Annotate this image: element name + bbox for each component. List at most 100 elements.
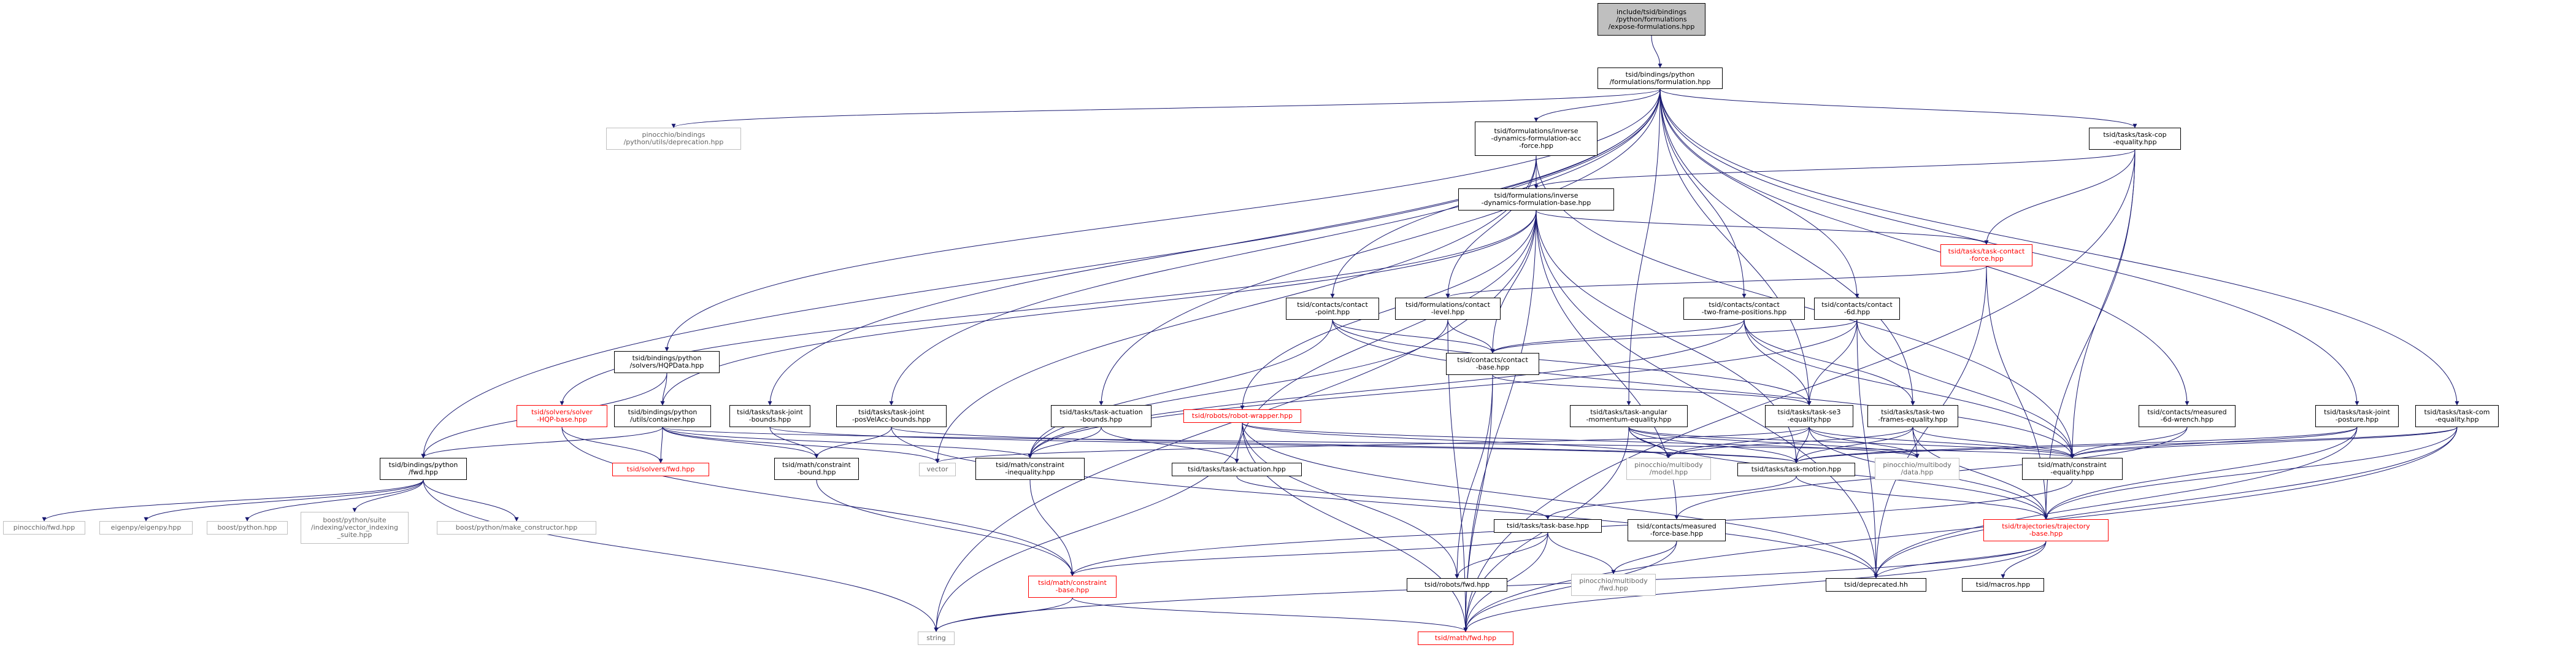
- edge-invdyn_acc_force-to-contact_level: [1445, 155, 1537, 298]
- edge-python_fwd-to-string: [423, 479, 939, 632]
- node-task-angular-momentum[interactable]: tsid/tasks/task-angular -momentum-equali…: [1570, 405, 1688, 427]
- edge-robot_wrapper-to-pin_model: [1242, 422, 1671, 458]
- edge-contact_two_frame-to-se3_equality: [1744, 319, 1812, 406]
- edge-task_contact_force-to-trajectory_base: [1986, 266, 2048, 520]
- node-contact-base[interactable]: tsid/contacts/contact -base.hpp: [1446, 353, 1539, 375]
- node-contact-level[interactable]: tsid/formulations/contact -level.hpp: [1395, 298, 1501, 320]
- edge-contact_base-to-math_fwd: [1463, 374, 1493, 632]
- edge-contact_6d-to-se3_equality: [1807, 319, 1858, 406]
- node-trajectory-base[interactable]: tsid/trajectories/trajectory -base.hpp: [1983, 519, 2109, 541]
- edge-invdyn_base-to-solver_hqp_base: [559, 210, 1537, 406]
- node-task-joint-bounds[interactable]: tsid/tasks/task-joint -bounds.hpp: [729, 405, 810, 427]
- edge-constraint_inequality-to-constraint_base: [1029, 479, 1075, 576]
- node-utils-container[interactable]: tsid/bindings/python /utils/container.hp…: [614, 405, 711, 427]
- node-hqpdata[interactable]: tsid/bindings/python /solvers/HQPData.hp…: [614, 351, 720, 373]
- edge-measured_force_base-to-multibody_fwd: [1611, 541, 1677, 574]
- node-task-actuation-bounds[interactable]: tsid/tasks/task-actuation -bounds.hpp: [1051, 405, 1152, 427]
- edge-formulation-to-contact_two_frame: [1659, 88, 1747, 298]
- node-measured-force-base[interactable]: tsid/contacts/measured -force-base.hpp: [1628, 519, 1726, 541]
- edge-contact_point-to-constraint_inequality: [1028, 319, 1333, 458]
- node-robots-fwd[interactable]: tsid/robots/fwd.hpp: [1407, 578, 1507, 592]
- node-solvers-fwd[interactable]: tsid/solvers/fwd.hpp: [612, 463, 709, 476]
- edge-invdyn_acc_force-to-vector: [935, 155, 1537, 463]
- node-boost-python[interactable]: boost/python.hpp: [207, 521, 288, 535]
- edge-invdyn_base-to-task_contact_force: [1536, 210, 1989, 245]
- edge-invdyn_base-to-contact_base: [1490, 210, 1537, 354]
- edge-task_base-to-robots_fwd: [1455, 532, 1548, 579]
- node-string[interactable]: string: [918, 632, 955, 645]
- node-macros[interactable]: tsid/macros.hpp: [1962, 578, 2044, 592]
- node-invdyn-base[interactable]: tsid/formulations/inverse -dynamics-form…: [1458, 188, 1614, 211]
- edge-formulation-to-two_frames: [1659, 88, 1915, 406]
- node-task-base[interactable]: tsid/tasks/task-base.hpp: [1494, 519, 1602, 533]
- node-python-fwd[interactable]: tsid/bindings/python /fwd.hpp: [380, 458, 467, 480]
- edge-python_fwd-to-eigenpy: [144, 479, 424, 522]
- edge-formulation-to-measured_6d: [1659, 88, 2190, 406]
- node-task-actuation[interactable]: tsid/tasks/task-actuation.hpp: [1172, 463, 1302, 476]
- edge-contact_base-to-robots_fwd: [1455, 374, 1493, 579]
- node-deprecated[interactable]: tsid/deprecated.hh: [1826, 578, 1926, 592]
- edge-trajectory_base-to-math_fwd: [1463, 541, 2047, 632]
- edge-two_frames-to-task_motion: [1794, 427, 1913, 463]
- node-constraint-base[interactable]: tsid/math/constraint -base.hpp: [1028, 576, 1117, 598]
- edge-utils_container-to-solvers_fwd: [658, 427, 663, 463]
- node-make-constructor[interactable]: boost/python/make_constructor.hpp: [437, 521, 596, 535]
- node-formulation[interactable]: tsid/bindings/python /formulations/formu…: [1598, 68, 1723, 89]
- edge-utils_container-to-python_fwd: [421, 427, 663, 458]
- node-contact-point[interactable]: tsid/contacts/contact -point.hpp: [1286, 298, 1379, 320]
- edge-trajectory_base-to-deprecated: [1874, 541, 2047, 579]
- edge-utils_container-to-constraint_equality: [662, 427, 2074, 458]
- edge-task_base-to-multibody_fwd: [1547, 532, 1616, 574]
- node-constraint-equality[interactable]: tsid/math/constraint -equality.hpp: [2022, 458, 2123, 480]
- edge-contact_two_frame-to-constraint_equality: [1744, 319, 2075, 458]
- node-task-joint-posvelacc[interactable]: tsid/tasks/task-joint -posVelAcc-bounds.…: [836, 405, 947, 427]
- edge-constraint_bound-to-constraint_base: [816, 479, 1075, 576]
- node-pinocchio-model[interactable]: pinocchio/multibody /model.hpp: [1626, 458, 1711, 480]
- edge-two_frames-to-constraint_equality: [1912, 427, 2075, 458]
- node-pinocchio-fwd[interactable]: pinocchio/fwd.hpp: [3, 521, 85, 535]
- node-task-se3-equality[interactable]: tsid/tasks/task-se3 -equality.hpp: [1765, 405, 1853, 427]
- edge-trajectory_base-to-macros: [2001, 541, 2047, 579]
- node-expose-formulations[interactable]: include/tsid/bindings /python/formulatio…: [1598, 3, 1705, 36]
- edge-joint_bounds-to-constraint_bound: [769, 427, 819, 458]
- node-solver-hqp-base[interactable]: tsid/solvers/solver -HQP-base.hpp: [517, 405, 607, 427]
- node-constraint-inequality[interactable]: tsid/math/constraint -inequality.hpp: [975, 458, 1085, 480]
- node-task-contact-force[interactable]: tsid/tasks/task-contact -force.hpp: [1940, 244, 2032, 266]
- edge-solver_hqp_base-to-constraint_base: [561, 427, 1075, 576]
- edge-joint_posture-to-deprecated: [1874, 427, 2358, 579]
- edge-cop_equality-to-constraint_equality: [2070, 149, 2136, 458]
- node-task-com-equality[interactable]: tsid/tasks/task-com -equality.hpp: [2415, 405, 2499, 427]
- node-robot-wrapper[interactable]: tsid/robots/robot-wrapper.hpp: [1183, 409, 1301, 423]
- edge-contact_point-to-contact_base: [1332, 319, 1495, 354]
- node-eigenpy[interactable]: eigenpy/eigenpy.hpp: [99, 521, 193, 535]
- edge-contact_two_frame-to-two_frames: [1744, 319, 1915, 406]
- node-invdyn-acc-force[interactable]: tsid/formulations/inverse -dynamics-form…: [1475, 122, 1598, 156]
- node-math-fwd[interactable]: tsid/math/fwd.hpp: [1418, 632, 1513, 645]
- node-measured-6d-wrench[interactable]: tsid/contacts/measured -6d-wrench.hpp: [2139, 405, 2236, 427]
- node-task-cop-equality[interactable]: tsid/tasks/task-cop -equality.hpp: [2089, 128, 2181, 150]
- edge-contact_point-to-se3_equality: [1332, 319, 1812, 406]
- node-task-two-frames[interactable]: tsid/tasks/task-two -frames-equality.hpp: [1867, 405, 1958, 427]
- node-multibody-fwd[interactable]: pinocchio/multibody /fwd.hpp: [1571, 574, 1656, 596]
- node-constraint-bound[interactable]: tsid/math/constraint -bound.hpp: [774, 458, 859, 480]
- node-pinocchio-deprecation[interactable]: pinocchio/bindings /python/utils/depreca…: [606, 128, 741, 150]
- edge-python_fwd-to-boost_python: [245, 479, 424, 522]
- node-task-joint-posture[interactable]: tsid/tasks/task-joint -posture.hpp: [2315, 405, 2399, 427]
- edge-formulation-to-deprecation: [671, 88, 1661, 128]
- node-pinocchio-data[interactable]: pinocchio/multibody /data.hpp: [1875, 458, 1959, 480]
- node-task-motion[interactable]: tsid/tasks/task-motion.hpp: [1737, 463, 1855, 476]
- edge-contact_two_frame-to-contact_base: [1490, 319, 1745, 354]
- edge-task_base-to-constraint_base: [1070, 532, 1548, 576]
- node-contact-two-frame[interactable]: tsid/contacts/contact -two-frame-positio…: [1683, 298, 1805, 320]
- edge-two_frames-to-pin_model: [1666, 427, 1913, 458]
- edge-joint_posture-to-trajectory_base: [2043, 427, 2358, 520]
- node-vector-indexing-suite[interactable]: boost/python/suite /indexing/vector_inde…: [301, 512, 409, 544]
- edge-contact_level-to-constraint_inequality: [1028, 319, 1448, 458]
- edge-two_frames-to-trajectory_base: [1912, 427, 2048, 520]
- node-contact-6d[interactable]: tsid/contacts/contact -6d.hpp: [1814, 298, 1900, 320]
- edge-contact_6d-to-contact_base: [1490, 319, 1858, 354]
- edge-task_actuation-to-task_base: [1236, 476, 1550, 520]
- node-vector[interactable]: vector: [919, 463, 956, 476]
- edge-constraint_base-to-math_fwd: [1072, 597, 1468, 632]
- edge-joint_bounds-to-task_motion: [769, 427, 1799, 463]
